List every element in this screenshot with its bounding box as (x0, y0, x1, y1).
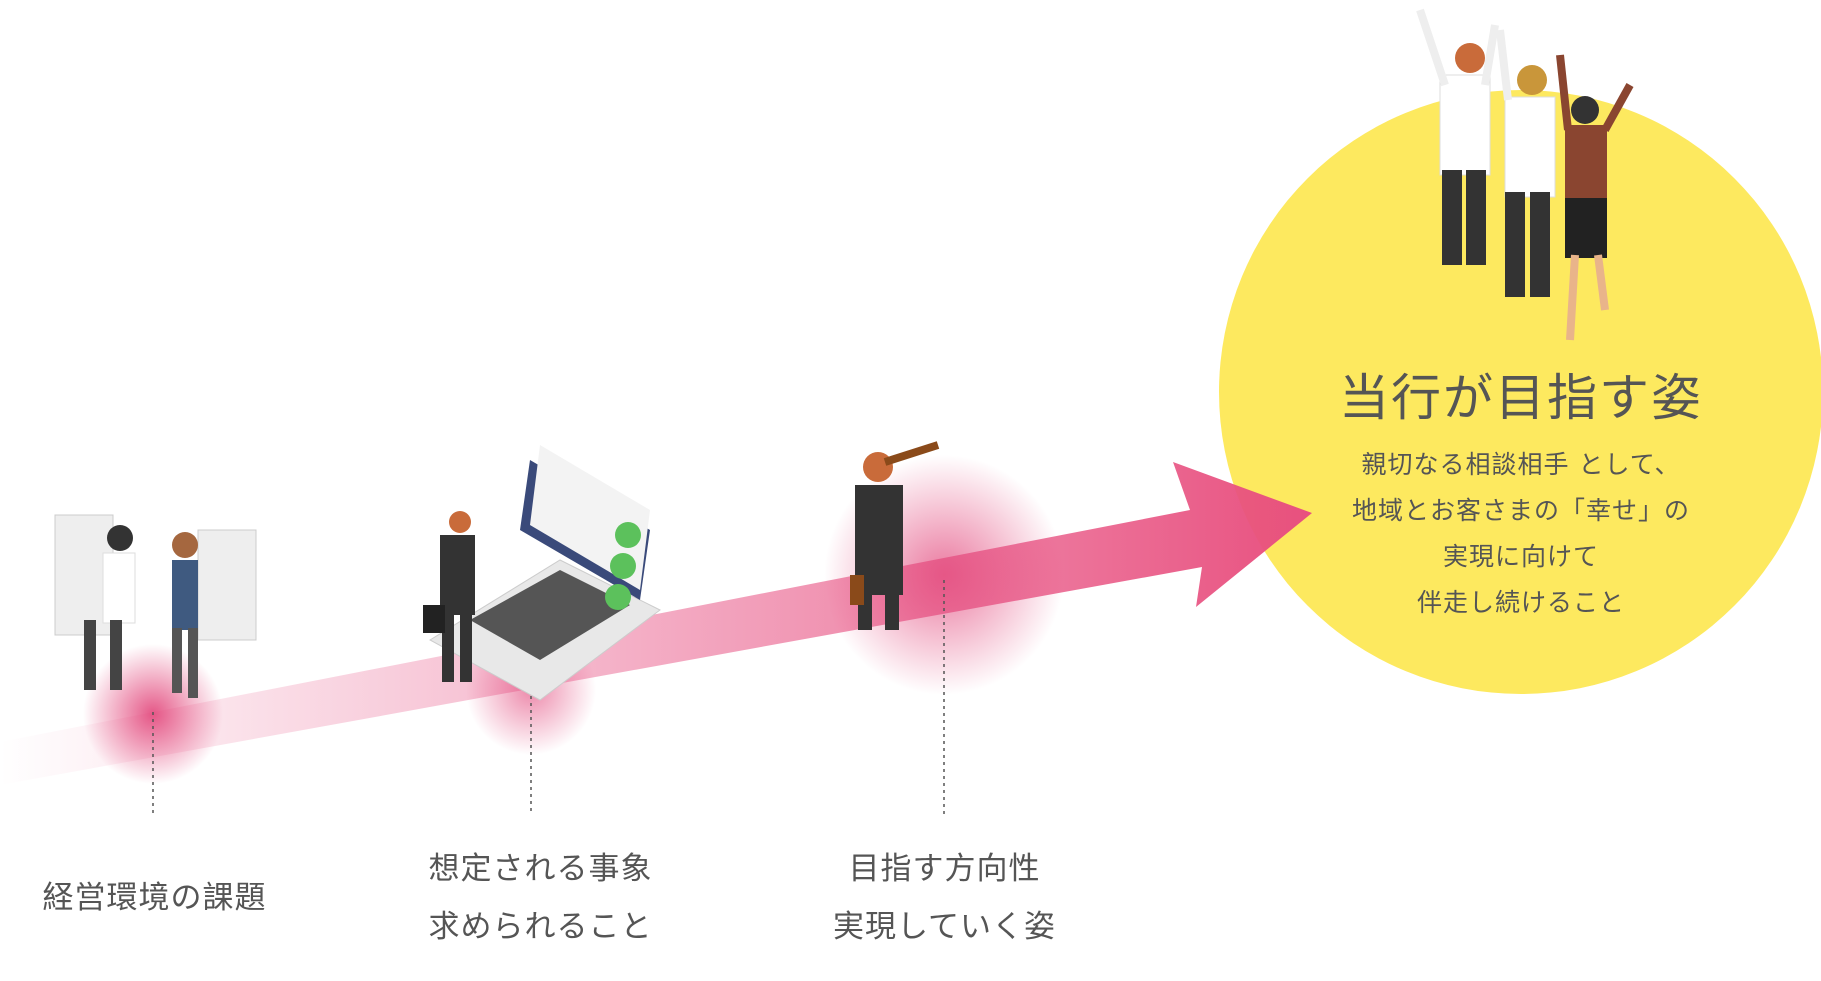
goal-line: 地域とお客さまの「幸せ」の (1351, 496, 1690, 525)
step-label-line: 想定される事象 (428, 851, 653, 887)
goal-title: 当行が目指す姿 (1339, 369, 1703, 427)
goal-circle (1219, 90, 1821, 694)
goal-line: 親切なる相談相手 として、 (1361, 450, 1681, 479)
step-label-expected-events: 想定される事象 求められること (398, 840, 683, 956)
step-label-line: 目指す方向性 (848, 851, 1041, 887)
step-label-line: 実現していく姿 (832, 909, 1057, 945)
laptop-checklist-illustration (423, 445, 661, 701)
telescope-man-illustration (850, 441, 940, 630)
goal-line: 実現に向けて (1442, 542, 1599, 571)
step-label-management-issues: 経営環境の課題 (12, 869, 297, 927)
progress-arrow (0, 462, 1312, 785)
busy-workers-illustration (54, 514, 257, 698)
cheering-team-illustration (1416, 8, 1634, 341)
step-label-line: 経営環境の課題 (42, 880, 267, 916)
step-label-direction: 目指す方向性 実現していく姿 (802, 840, 1087, 956)
goal-description: 親切なる相談相手 として、 地域とお客さまの「幸せ」の 実現に向けて 伴走し続け… (1300, 442, 1742, 626)
goal-line: 伴走し続けること (1416, 588, 1625, 617)
step-label-line: 求められること (428, 909, 653, 945)
